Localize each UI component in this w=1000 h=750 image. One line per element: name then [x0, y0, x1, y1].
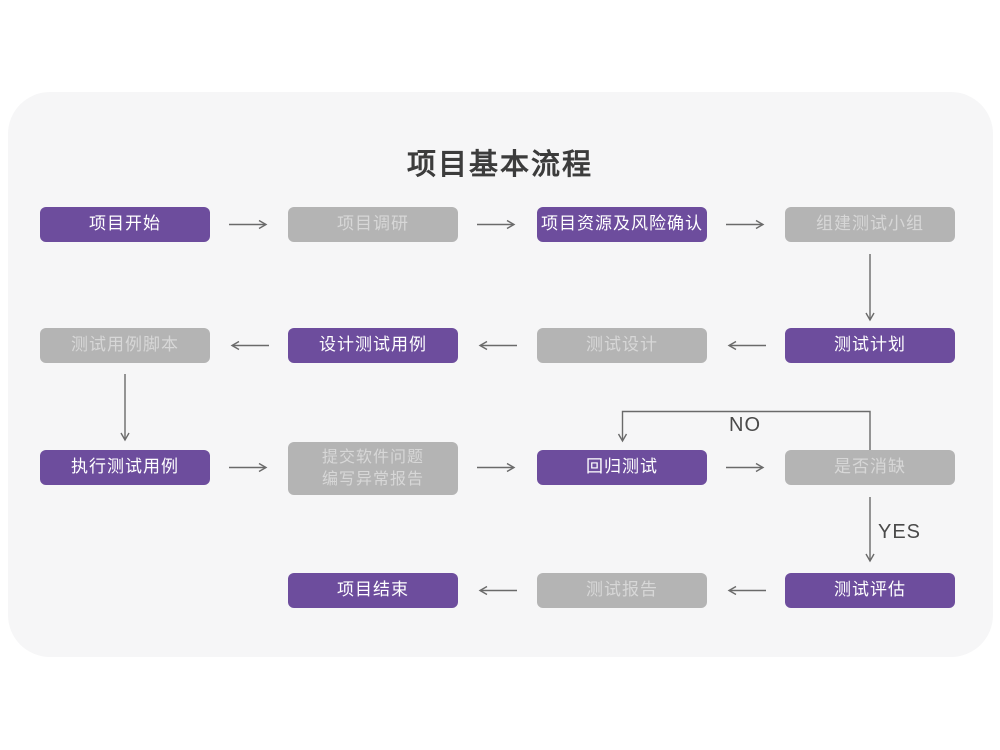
node-test-case-scripts: 测试用例脚本	[40, 328, 210, 363]
yes-branch-label: YES	[878, 521, 922, 543]
node-project-research: 项目调研	[288, 207, 458, 242]
node-execute-test-cases: 执行测试用例	[40, 450, 210, 485]
no-branch-label: NO	[729, 414, 761, 436]
node-project-start: 项目开始	[40, 207, 210, 242]
node-test-evaluation: 测试评估	[785, 573, 955, 608]
node-regression-test: 回归测试	[537, 450, 707, 485]
node-resources-risk-confirm: 项目资源及风险确认	[537, 207, 707, 242]
node-design-test-cases: 设计测试用例	[288, 328, 458, 363]
node-test-report: 测试报告	[537, 573, 707, 608]
node-defect-resolved: 是否消缺	[785, 450, 955, 485]
node-project-end: 项目结束	[288, 573, 458, 608]
flowchart-card	[8, 92, 993, 657]
node-submit-issue-report: 提交软件问题 编写异常报告	[288, 442, 458, 495]
page-title: 项目基本流程	[406, 149, 593, 181]
node-build-test-team: 组建测试小组	[785, 207, 955, 242]
node-test-plan: 测试计划	[785, 328, 955, 363]
node-test-design: 测试设计	[537, 328, 707, 363]
